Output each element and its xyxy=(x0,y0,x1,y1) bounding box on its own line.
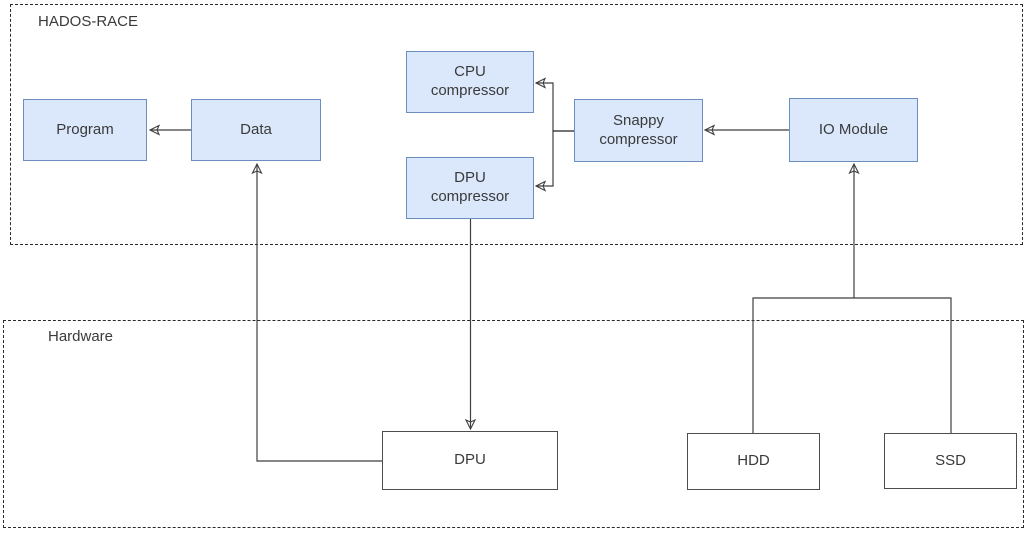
node-program: Program xyxy=(23,99,147,161)
container-hardware xyxy=(3,320,1024,528)
node-io-module-label: IO Module xyxy=(818,120,889,138)
node-ssd-label: SSD xyxy=(935,451,966,469)
node-dpu-compressor: DPU compressor xyxy=(406,157,534,219)
node-hdd: HDD xyxy=(687,433,820,490)
edge-snappy-to-cpu-compressor xyxy=(536,83,574,132)
node-snappy-compressor-label: Snappy compressor xyxy=(599,111,678,148)
node-dpu-compressor-label: DPU compressor xyxy=(430,169,510,205)
edge-dpu-to-data xyxy=(257,164,382,462)
node-ssd: SSD xyxy=(884,433,1017,489)
node-hdd-label: HDD xyxy=(737,452,770,470)
edge-hdd-ssd-merge xyxy=(752,297,952,433)
edge-snappy-to-dpu-compressor xyxy=(536,130,574,186)
container-hados-race xyxy=(10,4,1023,245)
node-snappy-compressor: Snappy compressor xyxy=(574,99,703,162)
node-cpu-compressor-label: CPU compressor xyxy=(430,63,510,99)
node-dpu-label: DPU xyxy=(454,451,486,469)
node-io-module: IO Module xyxy=(789,98,918,162)
container-hados-race-label: HADOS-RACE xyxy=(38,13,139,30)
node-dpu: DPU xyxy=(382,431,558,490)
node-data-label: Data xyxy=(240,120,272,138)
container-hardware-label: Hardware xyxy=(48,328,114,345)
node-cpu-compressor: CPU compressor xyxy=(406,51,534,113)
node-program-label: Program xyxy=(56,120,114,138)
node-data: Data xyxy=(191,99,321,161)
